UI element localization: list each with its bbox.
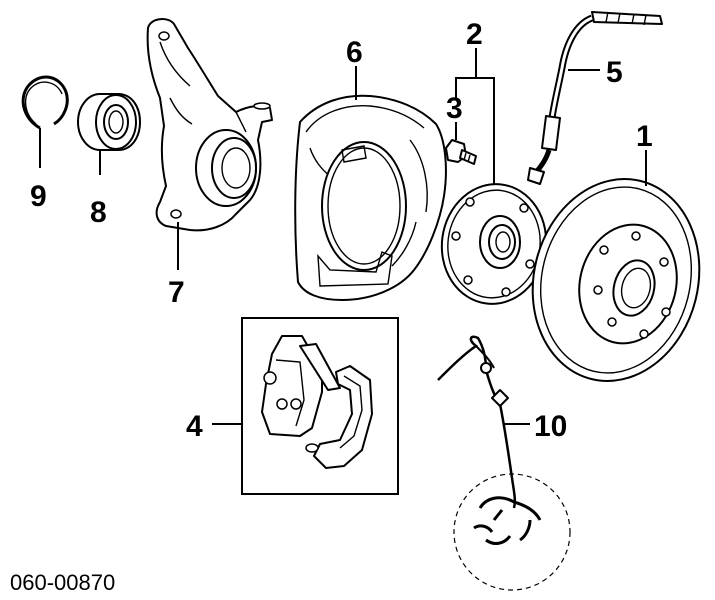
wheel-bearing-icon [77, 93, 141, 151]
callout-8: 8 [90, 196, 107, 229]
brake-caliper-icon [261, 335, 373, 469]
callout-9: 9 [30, 180, 47, 213]
caliper-inset-box [241, 317, 399, 495]
callout-2: 2 [466, 18, 483, 51]
brake-rotor-icon [531, 178, 701, 382]
callout-6: 6 [346, 36, 363, 69]
hub-bolt-icon [445, 139, 477, 165]
abs-sensor-detail-circle [453, 473, 571, 591]
callout-7: 7 [168, 276, 185, 309]
steering-knuckle-icon [146, 18, 273, 232]
callout-3: 3 [446, 92, 463, 125]
callout-1: 1 [636, 120, 653, 153]
wheel-hub-icon [440, 183, 548, 305]
callout-5: 5 [606, 56, 623, 89]
diagram-code: 060-00870 [10, 570, 115, 595]
snap-ring-icon [21, 75, 69, 130]
callout-4: 4 [186, 410, 203, 443]
abs-sensor-wire-icon [437, 335, 542, 545]
brake-hose-icon [527, 11, 663, 185]
dust-shield-icon [294, 94, 447, 301]
callout-10: 10 [534, 410, 567, 443]
